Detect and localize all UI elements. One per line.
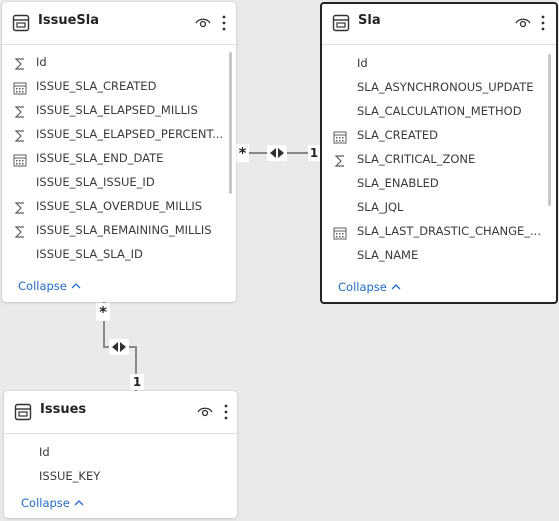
sum-icon [333, 152, 347, 167]
eye-icon[interactable] [197, 405, 213, 419]
card-title: IssueSla [38, 13, 99, 28]
cardinality-one-label: 1 [130, 374, 144, 390]
field-label: ISSUE_SLA_ELAPSED_MILLIS [36, 103, 198, 117]
field-row[interactable]: SLA_CALCULATION_METHOD [322, 99, 556, 123]
collapse-button[interactable]: Collapse [18, 279, 81, 293]
cardinality-many-label: * [236, 144, 249, 162]
collapse-label: Collapse [18, 279, 67, 293]
field-row[interactable]: SLA_ASYNCHRONOUS_UPDATE [322, 75, 556, 99]
field-label: ISSUE_KEY [39, 469, 101, 483]
field-label: ISSUE_SLA_SLA_ID [36, 247, 143, 261]
field-label: SLA_CREATED [357, 128, 438, 142]
field-row[interactable]: SLA_JQL [322, 195, 556, 219]
field-row[interactable]: SLA_CREATED [322, 123, 556, 147]
cardinality-one-label: 1 [308, 145, 320, 161]
field-label: ISSUE_SLA_ISSUE_ID [36, 175, 155, 189]
field-row[interactable]: ISSUE_SLA_REMAINING_MILLIS [2, 218, 236, 242]
more-options-icon[interactable] [539, 13, 547, 33]
cardinality-many-label: * [96, 303, 110, 321]
table-icon [14, 403, 32, 421]
card-header[interactable]: IssueSla [2, 2, 236, 45]
field-label: Id [357, 56, 368, 70]
collapse-button[interactable]: Collapse [338, 280, 401, 294]
card-title: Issues [40, 402, 87, 417]
relationship-line [135, 346, 137, 391]
field-label: SLA_NAME [357, 248, 419, 262]
field-label: SLA_CRITICAL_ZONE [357, 152, 476, 166]
calendar-icon [333, 224, 347, 240]
field-row[interactable]: SLA_ENABLED [322, 171, 556, 195]
sum-icon [13, 103, 27, 118]
field-row[interactable]: ISSUE_KEY [4, 464, 237, 488]
sum-icon [13, 55, 27, 70]
chevron-up-icon [71, 283, 81, 289]
chevron-up-icon [391, 284, 401, 290]
sum-icon [13, 223, 27, 238]
collapse-button[interactable]: Collapse [21, 496, 84, 510]
field-row[interactable]: Id [322, 51, 556, 75]
table-icon [12, 14, 30, 32]
field-row[interactable]: SLA_LAST_DRASTIC_CHANGE_... [322, 219, 556, 243]
field-row[interactable]: Id [4, 440, 237, 464]
more-options-icon[interactable] [222, 402, 230, 422]
bidirectional-filter-icon [109, 339, 129, 355]
table-icon [332, 14, 350, 32]
calendar-icon [13, 151, 27, 167]
card-title: Sla [358, 13, 381, 28]
field-label: SLA_ENABLED [357, 176, 439, 190]
scrollbar[interactable] [548, 54, 551, 206]
eye-icon[interactable] [515, 16, 531, 30]
field-row[interactable]: ISSUE_SLA_SLA_ID [2, 242, 236, 266]
more-options-icon[interactable] [220, 13, 228, 33]
card-header[interactable]: Sla [322, 2, 556, 45]
sum-icon [13, 199, 27, 214]
scrollbar[interactable] [229, 52, 232, 194]
field-row[interactable]: ISSUE_SLA_CREATED [2, 74, 236, 98]
field-row[interactable]: ISSUE_SLA_ELAPSED_MILLIS [2, 98, 236, 122]
field-row[interactable]: SLA_NAME [322, 243, 556, 267]
field-row[interactable]: Id [2, 50, 236, 74]
field-label: SLA_JQL [357, 200, 404, 214]
field-row[interactable]: ISSUE_SLA_OVERDUE_MILLIS [2, 194, 236, 218]
bidirectional-filter-icon [267, 145, 287, 161]
relationship-line [103, 302, 105, 347]
field-label: ISSUE_SLA_OVERDUE_MILLIS [36, 199, 203, 213]
card-header[interactable]: Issues [4, 391, 237, 434]
field-label: Id [36, 55, 47, 69]
sum-icon [13, 127, 27, 142]
chevron-up-icon [74, 500, 84, 506]
collapse-label: Collapse [21, 496, 70, 510]
field-row[interactable]: SLA_CRITICAL_ZONE [322, 147, 556, 171]
field-label: ISSUE_SLA_END_DATE [36, 151, 164, 165]
field-label: ISSUE_SLA_REMAINING_MILLIS [36, 223, 212, 237]
field-row[interactable]: ISSUE_SLA_ELAPSED_PERCENT... [2, 122, 236, 146]
field-label: ISSUE_SLA_ELAPSED_PERCENT... [36, 127, 224, 141]
eye-icon[interactable] [195, 16, 211, 30]
field-row[interactable]: ISSUE_SLA_ISSUE_ID [2, 170, 236, 194]
field-label: SLA_ASYNCHRONOUS_UPDATE [357, 80, 534, 94]
field-row[interactable]: ISSUE_SLA_END_DATE [2, 146, 236, 170]
field-label: ISSUE_SLA_CREATED [36, 79, 157, 93]
calendar-icon [333, 128, 347, 144]
calendar-icon [13, 79, 27, 95]
field-label: Id [39, 445, 50, 459]
field-label: SLA_LAST_DRASTIC_CHANGE_... [357, 224, 541, 238]
field-label: SLA_CALCULATION_METHOD [357, 104, 522, 118]
collapse-label: Collapse [338, 280, 387, 294]
